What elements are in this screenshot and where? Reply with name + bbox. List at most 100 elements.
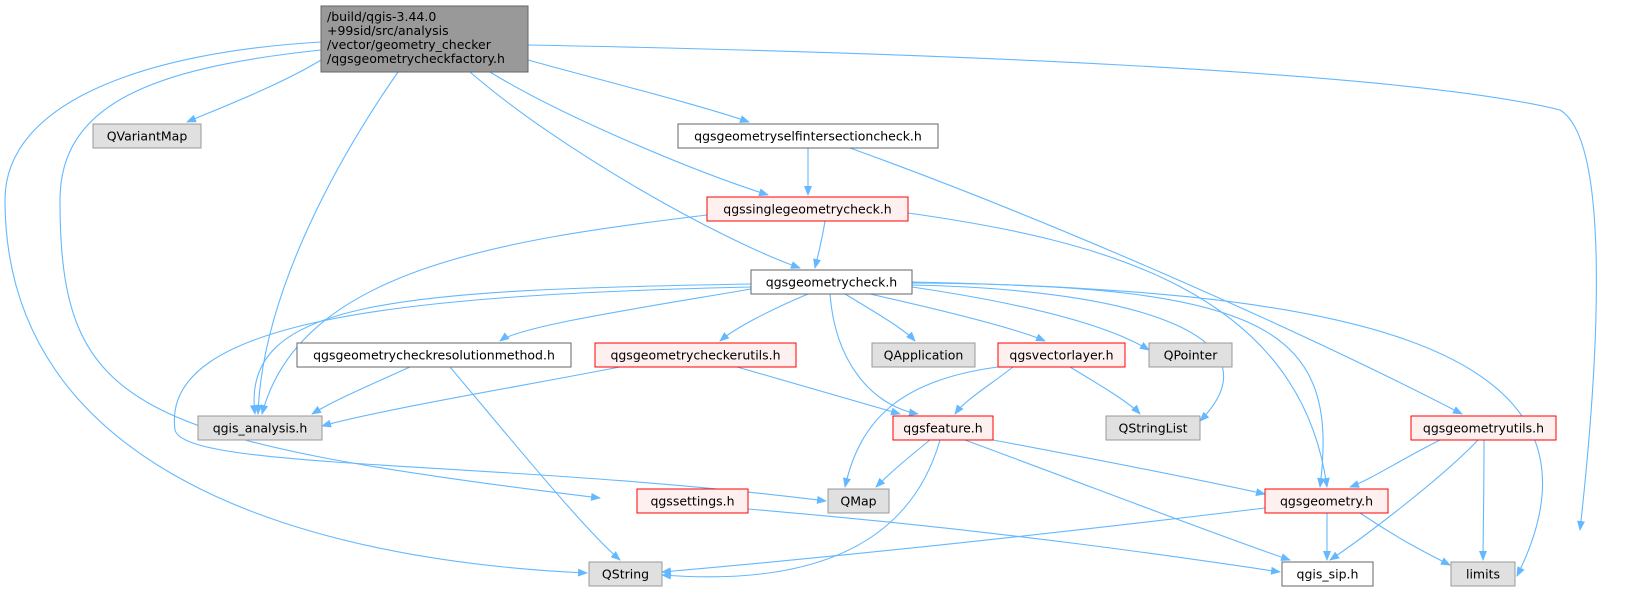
edge-geomcheck-to-qmap: [173, 286, 827, 504]
node-geomutils[interactable]: qgsgeometryutils.h: [1410, 415, 1557, 441]
edge-feature-to-qgissip: [964, 439, 1291, 561]
node-resmethod[interactable]: qgsgeometrycheckresolutionmethod.h: [296, 342, 572, 368]
node-label-qapplication: QApplication: [884, 348, 964, 363]
node-box-limits: [1450, 561, 1516, 587]
node-box-geomcheck: [750, 269, 913, 295]
edge-geometry-to-limits: [1359, 512, 1451, 566]
node-label-qvariantmap: QVariantMap: [107, 129, 188, 144]
node-label-limits: limits: [1466, 567, 1500, 582]
edge-resmethod-to-qgisanalysis: [311, 366, 411, 415]
node-box-selfint: [677, 123, 939, 149]
edge-root-to-qgissip: [527, 44, 1597, 531]
node-box-root: [320, 5, 529, 73]
node-layer: /build/qgis-3.44.0+99sid/src/analysis/ve…: [92, 5, 1557, 587]
edge-geomcheck-to-qpointer: [911, 286, 1150, 351]
edge-selfint-to-geomutils: [849, 147, 1463, 415]
node-limits[interactable]: limits: [1450, 561, 1516, 587]
node-box-checkerutils: [594, 342, 797, 368]
edge-singlecheck-to-geomcheck: [813, 220, 826, 269]
node-vectorlayer[interactable]: qgsvectorlayer.h: [997, 342, 1126, 368]
node-label-geomcheck: qgsgeometrycheck.h: [766, 275, 897, 290]
edge-settings-to-qgissip: [747, 508, 1281, 575]
node-label-qmap: QMap: [840, 494, 876, 509]
edge-geomcheck-to-limits: [911, 281, 1543, 577]
edge-root-to-selfint: [527, 59, 750, 123]
node-box-geometry: [1264, 488, 1389, 514]
node-label-qstring: QString: [602, 567, 649, 582]
node-box-vectorlayer: [997, 342, 1126, 368]
node-label-qgisanalysis: qgis_analysis.h: [213, 421, 308, 436]
node-label-vectorlayer: qgsvectorlayer.h: [1009, 348, 1113, 363]
node-box-qgisanalysis: [197, 415, 323, 441]
edge-root-to-qstring: [4, 41, 588, 577]
node-qstringlist[interactable]: QStringList: [1105, 415, 1201, 441]
node-label-settings: qgssettings.h: [650, 494, 734, 509]
node-label-resmethod: qgsgeometrycheckresolutionmethod.h: [313, 348, 555, 363]
edge-feature-to-geometry: [992, 439, 1266, 497]
node-label-root-line-1: +99sid/src/analysis: [327, 23, 449, 38]
node-qmap[interactable]: QMap: [827, 488, 890, 514]
edge-geomcheck-to-checkerutils: [719, 293, 809, 342]
node-box-qgissip: [1281, 561, 1374, 587]
node-selfint[interactable]: qgsgeometryselfintersectioncheck.h: [677, 123, 939, 149]
node-label-root-line-0: /build/qgis-3.44.0: [327, 9, 436, 24]
node-geometry[interactable]: qgsgeometry.h: [1264, 488, 1389, 514]
edge-geomutils-to-geometry: [1349, 439, 1441, 488]
edge-root-to-settings: [59, 49, 601, 501]
node-singlecheck[interactable]: qgssinglegeometrycheck.h: [706, 196, 909, 222]
edge-checkerutils-to-feature: [736, 366, 901, 416]
node-label-feature: qgsfeature.h: [903, 421, 982, 436]
node-box-resmethod: [296, 342, 572, 368]
node-label-singlecheck: qgssinglegeometrycheck.h: [723, 202, 891, 217]
node-feature[interactable]: qgsfeature.h: [892, 415, 994, 441]
node-qvariantmap[interactable]: QVariantMap: [92, 123, 202, 149]
node-box-settings: [636, 488, 749, 514]
node-label-selfint: qgsgeometryselfintersectioncheck.h: [694, 129, 922, 144]
edge-geomcheck-to-qgisanalysis: [249, 283, 752, 415]
edge-feature-to-qstring: [661, 439, 941, 580]
node-box-singlecheck: [706, 196, 909, 222]
node-qgisanalysis[interactable]: qgis_analysis.h: [197, 415, 323, 441]
node-box-qpointer: [1148, 342, 1233, 368]
node-box-qstringlist: [1105, 415, 1201, 441]
node-label-root-line-2: /vector/geometry_checker: [327, 37, 492, 52]
node-qapplication[interactable]: QApplication: [871, 342, 976, 368]
node-box-qmap: [827, 488, 890, 514]
edge-feature-to-qmap: [875, 439, 931, 488]
node-qpointer[interactable]: QPointer: [1148, 342, 1233, 368]
edge-geomcheck-to-qstringlist: [911, 284, 1224, 422]
node-settings[interactable]: qgssettings.h: [636, 488, 749, 514]
edge-geomutils-to-limits: [1479, 439, 1488, 561]
node-checkerutils[interactable]: qgsgeometrycheckerutils.h: [594, 342, 797, 368]
edge-geomcheck-to-qapplication: [844, 293, 916, 342]
edge-vectorlayer-to-qstringlist: [1069, 366, 1141, 415]
node-box-geomutils: [1410, 415, 1557, 441]
node-box-feature: [892, 415, 994, 441]
node-box-qvariantmap: [92, 123, 202, 149]
node-box-qapplication: [871, 342, 976, 368]
edge-geomcheck-to-resmethod: [499, 288, 752, 342]
node-label-root-line-3: /qgsgeometrycheckfactory.h: [327, 51, 505, 66]
node-qgissip[interactable]: qgis_sip.h: [1281, 561, 1374, 587]
edge-checkerutils-to-qgisanalysis: [321, 366, 621, 428]
edge-layer: [4, 41, 1597, 580]
node-label-checkerutils: qgsgeometrycheckerutils.h: [610, 348, 780, 363]
edge-resmethod-to-qstring: [449, 366, 621, 561]
node-label-geomutils: qgsgeometryutils.h: [1423, 421, 1544, 436]
node-root[interactable]: /build/qgis-3.44.0+99sid/src/analysis/ve…: [320, 5, 529, 73]
edge-singlecheck-to-qgisanalysis: [260, 214, 708, 415]
edge-geometry-to-qstring: [661, 507, 1266, 576]
edge-geomutils-to-qgissip: [1329, 439, 1479, 561]
edge-root-to-qvariantmap: [186, 59, 322, 123]
edge-geomcheck-to-feature: [829, 293, 919, 417]
node-box-qstring: [588, 561, 663, 587]
edge-geomcheck-to-geometry: [911, 282, 1326, 488]
node-label-geometry: qgsgeometry.h: [1280, 494, 1373, 509]
node-geomcheck[interactable]: qgsgeometrycheck.h: [750, 269, 913, 295]
edge-vectorlayer-to-feature: [954, 366, 1014, 415]
node-label-qgissip: qgis_sip.h: [1297, 567, 1359, 582]
node-qstring[interactable]: QString: [588, 561, 663, 587]
edge-root-to-geomcheck: [469, 71, 801, 269]
node-label-qstringlist: QStringList: [1119, 421, 1188, 436]
